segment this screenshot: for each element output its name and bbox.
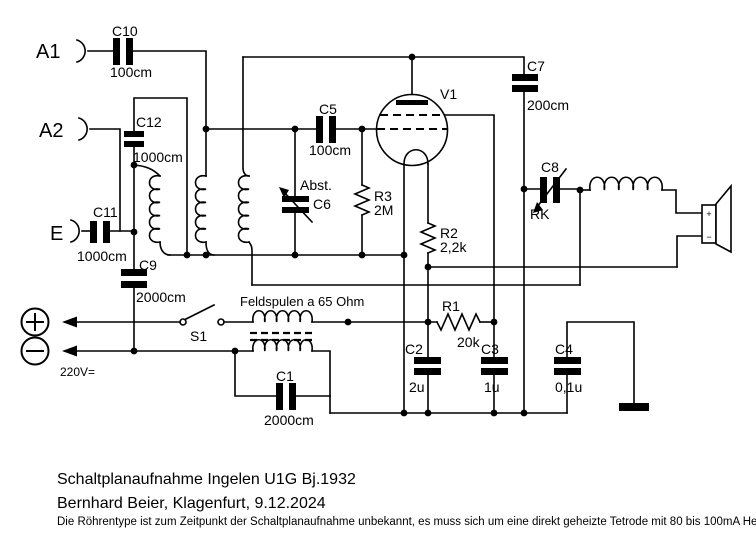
c8-adjust-arrow: [535, 167, 568, 209]
switch-s1: S1: [179, 303, 225, 344]
resistor-r3: R3 2M: [352, 183, 393, 218]
schematic-author: Bernhard Beier, Klagenfurt, 9.12.2024: [57, 495, 326, 512]
capacitor-c9: C9 2000cm: [121, 257, 186, 305]
field-coils-label: Feldspulen a 65 Ohm: [240, 294, 364, 309]
r1-label: R1: [442, 298, 460, 314]
switch-s1-label: S1: [190, 328, 207, 344]
c9-value: 2000cm: [136, 289, 186, 305]
tube-v1: V1: [375, 86, 457, 167]
plus-circle-icon: [20, 307, 50, 337]
antenna-coil: [148, 175, 161, 243]
capacitor-c6-variable: Abst. C6: [279, 177, 332, 224]
r3-label: R3: [374, 188, 392, 204]
resistor-r2: R2 2,2k: [418, 221, 467, 255]
speaker-plus-label: +: [706, 209, 711, 219]
r2-value: 2,2k: [440, 239, 467, 255]
ground-symbol: [619, 403, 649, 411]
terminal-a1-jack-icon: [76, 39, 86, 63]
c3-value: 1u: [484, 379, 500, 395]
c11-label: C11: [93, 204, 118, 220]
supply-voltage-label: 220V=: [60, 365, 95, 379]
c8-rk-label: RK: [530, 206, 550, 222]
c6-abst-label: Abst.: [300, 177, 332, 193]
junction-dots: [130, 53, 584, 417]
c7-label: C7: [527, 58, 545, 74]
schematic-title: Schaltplanaufnahme Ingelen U1G Bj.1932: [57, 471, 356, 488]
plus-sign-icon: [26, 313, 44, 331]
c10-value: 100cm: [110, 64, 152, 80]
c12-value: 1000cm: [133, 149, 183, 165]
capacitor-c2: C2 2u: [405, 341, 441, 395]
c4-value: 0,1u: [555, 379, 582, 395]
tube-v1-label: V1: [440, 86, 457, 102]
speaker-cone: [715, 183, 732, 254]
capacitor-c11: C11 1000cm: [77, 204, 127, 264]
capacitor-c7: C7 200cm: [512, 58, 569, 113]
c5-value: 100cm: [309, 142, 351, 158]
tickler-coil: [237, 175, 250, 243]
resistor-r1: R1 20k: [435, 298, 482, 350]
arrow-head-icon: [279, 187, 289, 198]
tube-envelope: [375, 93, 449, 167]
switch-contact: [179, 318, 187, 326]
capacitor-c8-variable: C8 RK: [530, 159, 568, 222]
arrow-head-icon: [533, 202, 543, 213]
c1-label: C1: [276, 368, 294, 384]
r2-label: R2: [440, 225, 458, 241]
tube-filament: [403, 148, 429, 165]
c7-value: 200cm: [527, 97, 569, 113]
terminal-a1: A1: [36, 39, 86, 63]
capacitor-c3: C3 1u: [481, 341, 508, 395]
terminal-e: E: [50, 219, 80, 245]
capacitor-c1: C1 2000cm: [264, 368, 314, 428]
terminal-plus: [20, 307, 77, 337]
c12-label: C12: [136, 114, 162, 130]
c8-label: C8: [541, 159, 559, 175]
c1-value: 2000cm: [264, 412, 314, 428]
c6-label: C6: [313, 196, 331, 212]
arrow-left-icon: [62, 316, 77, 328]
terminal-a2-jack-icon: [78, 117, 88, 141]
schematic-note: Die Röhrentype ist zum Zeitpunkt der Sch…: [57, 516, 756, 528]
capacitor-c10: C10 100cm: [110, 23, 152, 80]
c11-value: 1000cm: [77, 248, 127, 264]
r3-value: 2M: [374, 202, 393, 218]
c9-label: C9: [139, 257, 157, 273]
tube-anode: [396, 100, 428, 105]
ground-bar-icon: [619, 403, 649, 411]
c5-label: C5: [319, 101, 337, 117]
terminal-e-jack-icon: [70, 219, 80, 243]
capacitor-c5: C5 100cm: [309, 101, 351, 158]
r1-value: 20k: [457, 334, 481, 350]
minus-circle-icon: [20, 336, 50, 366]
field-coils: Feldspulen a 65 Ohm: [240, 294, 364, 352]
c2-label: C2: [405, 341, 423, 357]
speaker: + −: [701, 183, 732, 254]
arrow-left-icon: [62, 345, 77, 357]
terminal-e-label: E: [50, 223, 63, 245]
terminal-a2-label: A2: [39, 120, 63, 142]
footer: Schaltplanaufnahme Ingelen U1G Bj.1932 B…: [57, 471, 756, 528]
c3-label: C3: [481, 341, 499, 357]
c4-label: C4: [555, 341, 573, 357]
terminal-minus: 220V=: [20, 336, 95, 379]
speaker-minus-label: −: [706, 232, 711, 242]
c10-label: C10: [112, 23, 138, 39]
grid-coil: [194, 175, 207, 243]
switch-contact: [217, 318, 225, 326]
c6-adjust-arrow: [281, 189, 314, 224]
capacitor-c4: C4 0,1u: [554, 341, 582, 395]
capacitor-c12: C12 1000cm: [124, 114, 183, 165]
speaker-choke-coil: [589, 176, 663, 191]
c2-value: 2u: [409, 379, 425, 395]
terminal-a1-label: A1: [36, 41, 60, 63]
terminal-a2: A2: [39, 117, 88, 142]
switch-lever: [184, 303, 216, 321]
